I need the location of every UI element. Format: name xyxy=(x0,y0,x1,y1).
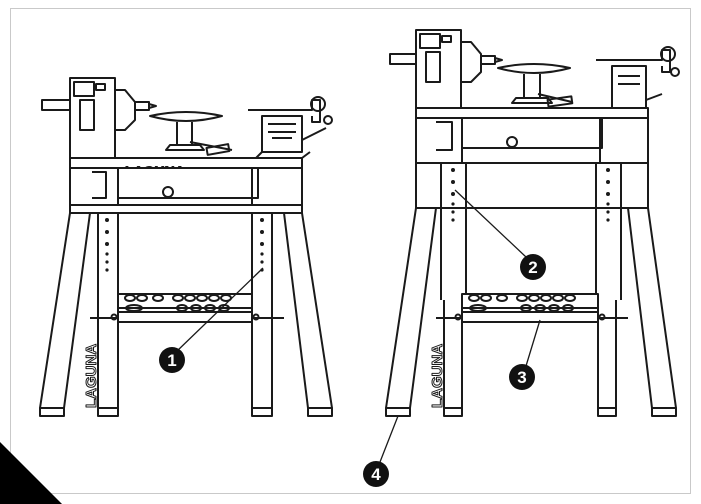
leader-line-1 xyxy=(175,267,264,353)
callout-2-badge xyxy=(520,254,546,280)
bed-right: LAGUNA xyxy=(415,107,649,164)
callout-1-badge xyxy=(159,347,185,373)
callout-4-number: 4 xyxy=(371,465,381,484)
headstock-right xyxy=(389,29,503,113)
callout-3-number: 3 xyxy=(517,368,526,387)
callout-2-number: 2 xyxy=(528,258,537,277)
callout-4: 4 xyxy=(363,461,389,487)
tailstock-right xyxy=(596,46,680,109)
leader-line-4 xyxy=(379,415,399,463)
callout-3-badge xyxy=(509,364,535,390)
svg-text:LAGUNA: LAGUNA xyxy=(429,344,446,408)
headstock-left xyxy=(41,77,157,162)
callout-4-badge xyxy=(363,461,389,487)
leader-line-3 xyxy=(525,319,541,367)
bed-left: LAGUNA xyxy=(69,157,303,206)
tailstock-left xyxy=(248,96,333,159)
leader-line-2 xyxy=(454,189,527,258)
callout-2: 2 xyxy=(520,254,546,280)
svg-text:LAGUNA: LAGUNA xyxy=(83,344,100,408)
figure-frame xyxy=(10,8,691,494)
stretcher-right xyxy=(436,293,628,323)
corner-triangle xyxy=(0,442,62,504)
callout-1: 1 xyxy=(159,347,185,373)
callout-1-number: 1 xyxy=(167,351,176,370)
tool-rest-right xyxy=(497,63,574,108)
height-holes-left xyxy=(105,218,264,272)
lathe-low-position: LAGUNA LAGUNA xyxy=(39,77,333,417)
callout-3: 3 xyxy=(509,364,535,390)
height-holes-right xyxy=(451,168,610,222)
lathe-high-position: LAGUNA LAGUNA xyxy=(385,29,680,417)
tool-rest-left xyxy=(149,111,233,156)
leader-lines xyxy=(175,189,541,463)
stretcher-left xyxy=(90,293,284,323)
